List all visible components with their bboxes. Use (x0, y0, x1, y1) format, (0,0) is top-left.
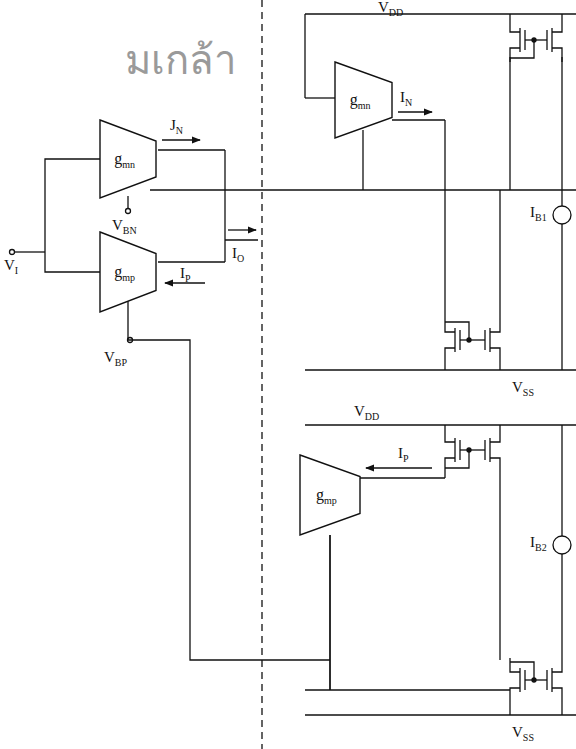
signal-name: VDD (354, 404, 379, 419)
signal-name: VDD (378, 0, 403, 15)
output-wire (224, 240, 225, 262)
supply-rail (305, 369, 576, 370)
current-arrow (228, 229, 256, 230)
signal-name: IB1 (530, 205, 547, 220)
signal-name: IP (180, 266, 191, 281)
signal-wire (499, 190, 500, 318)
watermark: มเกล้า (125, 40, 236, 80)
transconductor: gmn (100, 120, 156, 198)
signal-name: JN (170, 118, 183, 133)
supply-wire (304, 14, 305, 98)
current-source (553, 206, 571, 224)
current-arrow (398, 111, 432, 112)
current-arrow (162, 139, 200, 140)
input-wire (14, 251, 45, 252)
signal-name: IN (400, 90, 412, 105)
signal-name: IB2 (530, 535, 547, 550)
signal-name: VSS (512, 725, 534, 740)
output-wire (158, 149, 225, 150)
signal-name: IP (398, 446, 409, 461)
signal-wire (561, 554, 562, 658)
separator-line (261, 0, 262, 749)
bias-wire (127, 196, 128, 208)
current-mirrors (445, 14, 562, 715)
bias-terminal (126, 209, 131, 214)
transconductor-label: gmp (316, 487, 337, 503)
output-wire (225, 239, 258, 240)
signal-wire (561, 57, 562, 206)
signal-name: VI (4, 258, 18, 273)
supply-rail (305, 714, 576, 715)
signal-name: VSS (512, 380, 534, 395)
signal-name: IO (232, 246, 244, 261)
signal-wire (561, 425, 562, 536)
nmos-mirror (510, 658, 562, 715)
bias-wire (362, 130, 363, 190)
transconductor-label: gmn (350, 92, 371, 108)
pmos-mirror (445, 425, 500, 472)
signal-wire (444, 120, 445, 318)
supply-rail (305, 424, 576, 425)
signal-name: VBN (112, 218, 137, 233)
output-wire (158, 261, 225, 262)
transconductor: gmp (300, 455, 360, 535)
transconductor: gmp (100, 232, 156, 312)
transconductor-label: gmn (114, 151, 135, 167)
signal-name: VBP (104, 350, 127, 365)
signal-wire (392, 119, 445, 120)
signal-wire (444, 472, 445, 478)
pmos-mirror (510, 14, 562, 62)
transconductor-label: gmp (114, 264, 135, 280)
signal-wire (561, 224, 562, 370)
current-arrow (366, 467, 432, 468)
transconductor: gmn (335, 62, 392, 138)
supply-rail (305, 13, 576, 14)
wire (45, 159, 100, 272)
nmos-mirror (445, 318, 500, 370)
signal-wire (499, 472, 500, 660)
current-source (553, 536, 571, 554)
supply-wire (305, 97, 335, 98)
signal-wire (509, 57, 510, 190)
signal-wire (360, 477, 445, 478)
bias-wire (305, 689, 510, 690)
input-terminal (10, 250, 15, 255)
output-wire (224, 150, 225, 240)
